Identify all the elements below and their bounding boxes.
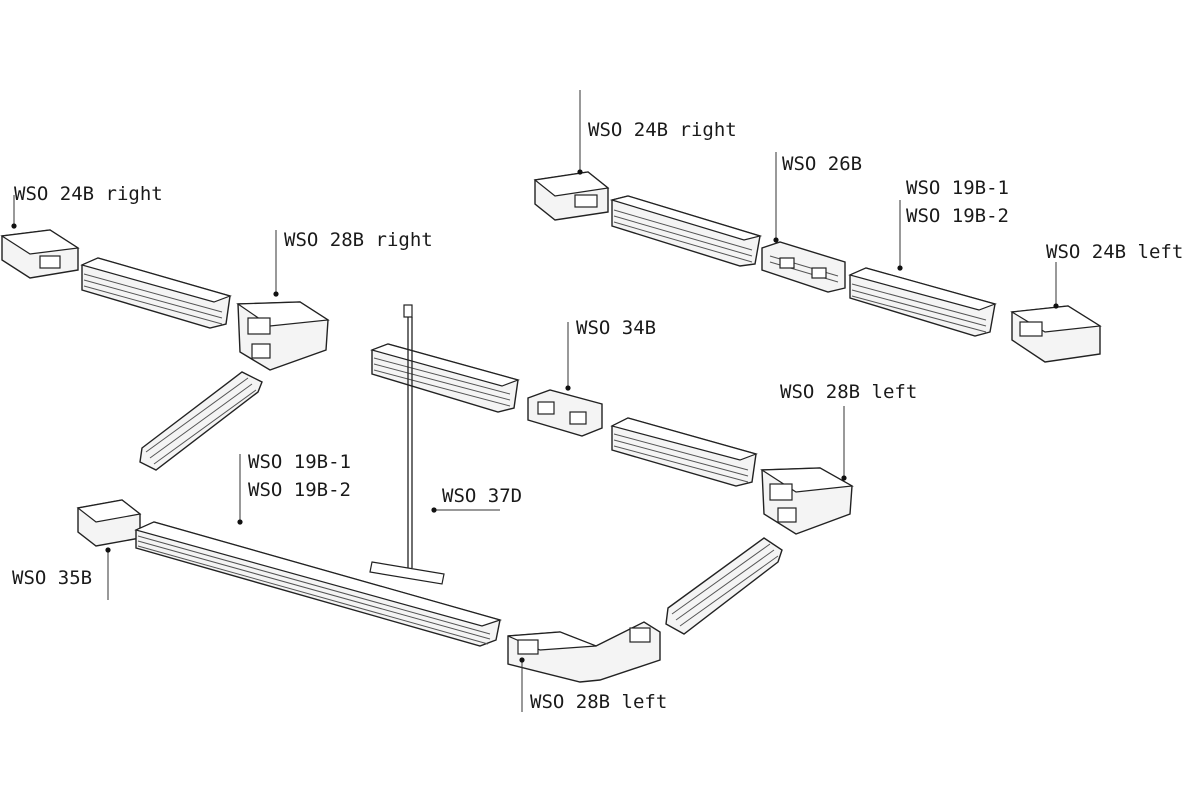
label-wso-26b: WSO 26B bbox=[782, 153, 862, 175]
label-wso-24b-left: WSO 24B left bbox=[1046, 241, 1183, 263]
label-wso-35b: WSO 35B bbox=[12, 567, 92, 589]
rail-segment-middle-1 bbox=[370, 343, 520, 413]
label-wso-34b: WSO 34B bbox=[576, 317, 656, 339]
rail-segment-left-diagonal bbox=[139, 371, 263, 471]
rail-segment-middle-2 bbox=[610, 417, 758, 487]
label-wso-28b-left-bottom: WSO 28B left bbox=[530, 691, 667, 713]
end-feed-left-top bbox=[1010, 305, 1102, 363]
leader-lines bbox=[11, 90, 1059, 712]
rail-segment-top-2 bbox=[848, 267, 997, 337]
connector-wso-34b bbox=[527, 389, 603, 437]
label-wso-28b-left-right: WSO 28B left bbox=[780, 381, 917, 403]
rail-segment-left-1 bbox=[80, 257, 232, 329]
connector-wso-26b bbox=[761, 241, 846, 293]
label-wso-24b-right-top: WSO 24B right bbox=[588, 119, 737, 141]
rail-segment-bottom-diagonal bbox=[665, 537, 783, 635]
rail-segment-top-1 bbox=[609, 195, 763, 267]
end-cap-wso-35b bbox=[76, 499, 142, 547]
label-wso-19b-2-top: WSO 19B-2 bbox=[906, 205, 1009, 227]
label-wso-37d: WSO 37D bbox=[442, 485, 522, 507]
label-wso-19b-2-bottom: WSO 19B-2 bbox=[248, 479, 351, 501]
label-wso-28b-right: WSO 28B right bbox=[284, 229, 433, 251]
pendant-suspension-wso-37d bbox=[369, 304, 445, 585]
corner-connector-28b-left-bottom bbox=[507, 621, 661, 683]
label-wso-19b-1-bottom: WSO 19B-1 bbox=[248, 451, 351, 473]
end-feed-right-top bbox=[533, 171, 610, 221]
rail-segment-bottom-long bbox=[134, 521, 503, 647]
label-wso-19b-1-top: WSO 19B-1 bbox=[906, 177, 1009, 199]
corner-connector-28b-left-right bbox=[760, 467, 854, 535]
corner-connector-28b-right bbox=[236, 301, 330, 371]
end-feed-right-left bbox=[0, 229, 80, 279]
label-wso-24b-right-left: WSO 24B right bbox=[14, 183, 163, 205]
